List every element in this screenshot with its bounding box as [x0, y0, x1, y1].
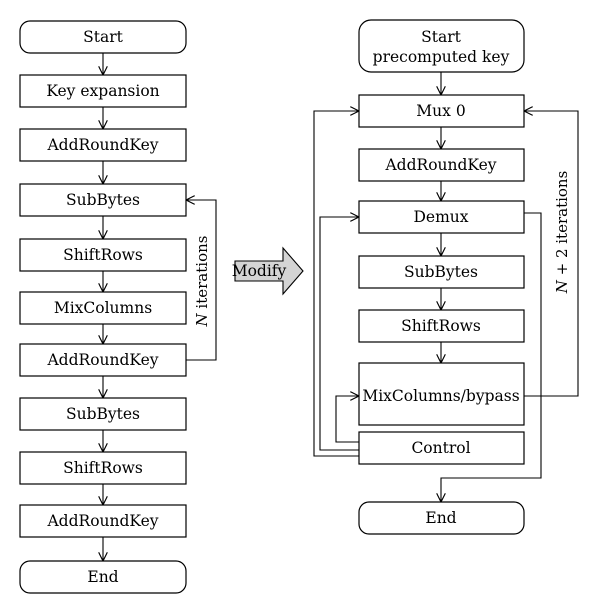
right-flowchart: Start precomputed key Mux 0 AddRoundKey …	[313, 19, 579, 535]
left-sub-bytes-2-node: SubBytes	[19, 397, 187, 431]
left-shift-rows-1-label: ShiftRows	[63, 246, 143, 264]
right-add-round-key-label: AddRoundKey	[384, 156, 496, 174]
right-loop-text: + 2 iterations	[553, 171, 571, 280]
control-node: Control	[358, 431, 525, 465]
modify-label: Modify	[232, 262, 287, 280]
left-end-label: End	[87, 568, 118, 586]
left-start-node: Start	[19, 20, 187, 54]
left-loop-variable: N	[193, 312, 211, 327]
right-loop-back-arrow	[524, 111, 579, 397]
left-sub-bytes-2-label: SubBytes	[66, 405, 140, 423]
left-loop-label: N iterations	[193, 236, 211, 328]
control-to-mux-arrow	[313, 111, 359, 457]
demux-label: Demux	[413, 208, 468, 226]
control-to-mix-columns-arrow	[335, 396, 359, 443]
modify-transition-arrow: Modify	[232, 246, 304, 296]
right-start-label-line2: precomputed key	[373, 48, 510, 66]
left-add-round-key-2-node: AddRoundKey	[19, 343, 187, 377]
right-add-round-key-node: AddRoundKey	[358, 148, 525, 182]
right-loop-label: N + 2 iterations	[553, 171, 571, 295]
key-expansion-node: Key expansion	[19, 74, 187, 108]
left-add-round-key-1-node: AddRoundKey	[19, 128, 187, 162]
left-shift-rows-2-label: ShiftRows	[63, 459, 143, 477]
left-sub-bytes-1-node: SubBytes	[19, 183, 187, 217]
control-to-demux-arrow	[319, 217, 359, 451]
right-loop-variable: N	[553, 279, 571, 294]
left-loop-text: iterations	[193, 236, 211, 314]
left-flowchart: Start Key expansion AddRoundKey SubBytes…	[19, 20, 217, 594]
left-add-round-key-1-label: AddRoundKey	[46, 136, 158, 154]
left-shift-rows-1-node: ShiftRows	[19, 238, 187, 272]
right-end-node: End	[358, 501, 525, 535]
modify-arrow-shape	[234, 246, 304, 296]
control-label: Control	[411, 439, 470, 457]
demux-node: Demux	[358, 200, 525, 234]
mux-node: Mux 0	[358, 94, 525, 128]
left-shift-rows-2-node: ShiftRows	[19, 451, 187, 485]
left-sub-bytes-1-label: SubBytes	[66, 191, 140, 209]
right-shift-rows-label: ShiftRows	[401, 317, 481, 335]
mix-columns-bypass-label: MixColumns/bypass	[362, 387, 519, 405]
left-add-round-key-3-node: AddRoundKey	[19, 504, 187, 538]
left-mix-columns-node: MixColumns	[19, 291, 187, 325]
demux-to-end-arrow	[441, 212, 542, 502]
right-sub-bytes-label: SubBytes	[404, 263, 478, 281]
right-shift-rows-node: ShiftRows	[358, 309, 525, 343]
left-end-node: End	[19, 560, 187, 594]
left-add-round-key-2-label: AddRoundKey	[46, 351, 158, 369]
mux-label: Mux 0	[416, 102, 465, 120]
right-start-label-line1: Start	[421, 28, 461, 46]
right-end-label: End	[425, 509, 456, 527]
left-loop-back-arrow	[186, 200, 217, 361]
left-start-label: Start	[83, 28, 123, 46]
mix-columns-bypass-node: MixColumns/bypass	[358, 362, 525, 426]
right-sub-bytes-node: SubBytes	[358, 255, 525, 289]
left-add-round-key-3-label: AddRoundKey	[46, 512, 158, 530]
left-mix-columns-label: MixColumns	[54, 299, 152, 317]
key-expansion-label: Key expansion	[46, 82, 159, 100]
right-start-node: Start precomputed key	[358, 19, 525, 73]
